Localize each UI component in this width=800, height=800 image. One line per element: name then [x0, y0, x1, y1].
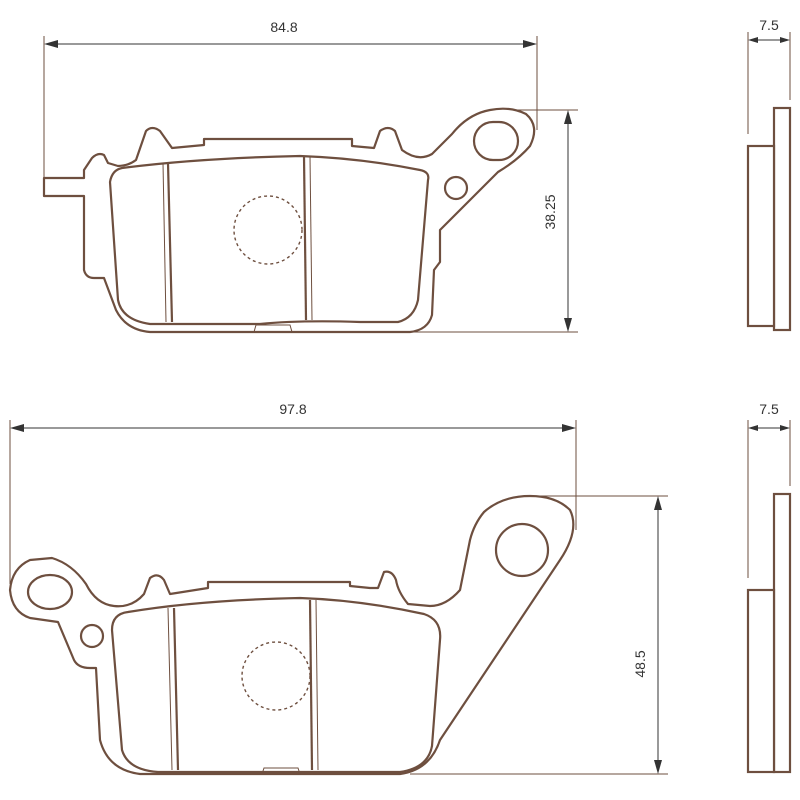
top-pad-groove-left — [166, 162, 174, 323]
bottom-pad-height-dimension: 48.5 — [410, 495, 668, 775]
bottom-pad-groove-left — [172, 607, 180, 771]
bottom-pad-small-hole — [79, 623, 105, 649]
top-pad-small-hole — [443, 175, 469, 201]
top-pad-thickness-dimension: 7.5 — [747, 17, 791, 134]
bottom-pad-front-view — [8, 494, 575, 776]
top-pad-front-view — [42, 107, 536, 334]
bottom-pad-thickness-dimension: 7.5 — [747, 401, 791, 578]
top-thickness-label: 7.5 — [759, 17, 779, 33]
bottom-pad-width-dimension: 97.8 — [9, 401, 577, 584]
top-pad-groove-right — [302, 155, 308, 321]
bottom-pad-piston-circle — [241, 641, 311, 711]
top-pad-width-dimension: 84.8 — [43, 19, 538, 178]
bottom-pad-groove-right — [308, 599, 314, 771]
top-pad-friction-material — [108, 154, 430, 326]
bottom-height-label: 48.5 — [632, 650, 648, 677]
top-pad-backing-plate — [42, 107, 536, 334]
top-pad-mount-hole — [472, 120, 520, 162]
top-height-label: 38.25 — [542, 194, 558, 229]
top-pad-height-dimension: 38.25 — [400, 109, 578, 333]
bottom-pad-right-hole — [494, 522, 550, 578]
bottom-pad-left-hole — [26, 573, 74, 611]
bottom-thickness-label: 7.5 — [759, 401, 779, 417]
top-pad-piston-circle — [233, 195, 303, 265]
bottom-pad-backing-plate — [8, 494, 575, 776]
top-pad-side-view — [746, 106, 792, 332]
top-width-label: 84.8 — [270, 19, 297, 35]
bottom-pad-friction-material — [110, 596, 442, 774]
bottom-pad-side-view — [746, 492, 792, 774]
bottom-width-label: 97.8 — [279, 401, 306, 417]
